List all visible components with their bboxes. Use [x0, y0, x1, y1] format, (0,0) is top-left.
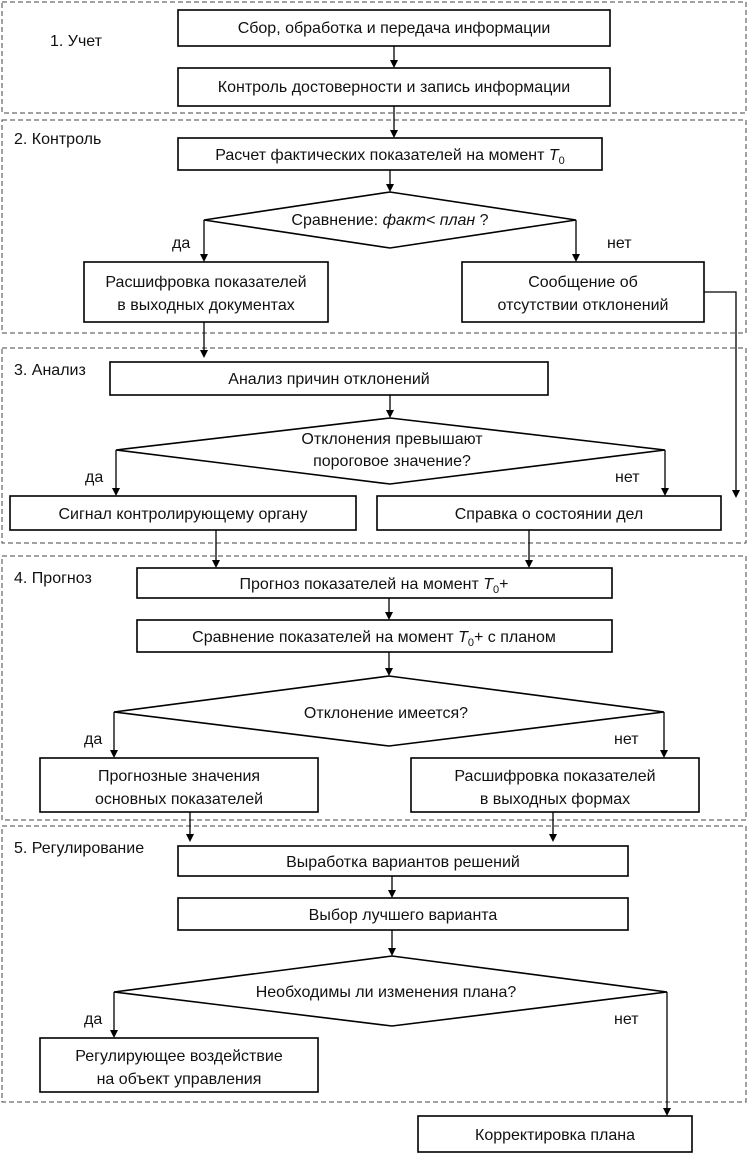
forecast-values-line1: Прогнозные значения [98, 768, 260, 785]
analysis-label: Анализ причин отклонений [228, 371, 429, 388]
collect-label: Сбор, обработка и передача информации [238, 20, 551, 37]
forecast-label: Прогноз показателей на момент T0+ [240, 576, 509, 596]
solution-options-box [177, 845, 629, 877]
analysis-box [109, 361, 549, 396]
status-report-box [376, 495, 722, 531]
connectors [110, 46, 740, 1116]
verify-box [177, 67, 611, 107]
section-control-title: 2. Контроль [14, 131, 101, 148]
decode-forms-line1: Расшифровка показателей [454, 768, 655, 785]
threshold-line1: Отклонения превышают [301, 431, 483, 448]
no-deviation-line1: Сообщение об [528, 274, 638, 291]
deviation-yes-label: да [84, 731, 102, 748]
threshold-decision [115, 417, 666, 485]
no-deviation-line2: отсутствии отклонений [498, 297, 669, 314]
threshold-yes-label: да [85, 469, 103, 486]
plan-change-no-label: нет [614, 1011, 639, 1028]
deviation-decision [113, 675, 665, 747]
plan-change-yes-label: да [84, 1011, 102, 1028]
decode-forms-box [410, 757, 700, 813]
best-option-label: Выбор лучшего варианта [309, 907, 498, 924]
compare-with-plan-label: Сравнение показателей на момент T0+ с пл… [192, 629, 556, 649]
section-analysis-title: 3. Анализ [14, 362, 86, 379]
forecast-values-box [39, 757, 319, 813]
regulating-action-line2: на объект управления [97, 1071, 262, 1088]
decode-outputs-line1: Расшифровка показателей [105, 274, 306, 291]
section-forecast-title: 4. Прогноз [14, 570, 92, 587]
section-accounting-frame [1, 1, 747, 114]
section-analysis-frame [1, 347, 747, 544]
best-option-box [177, 897, 629, 931]
plan-change-decision [113, 955, 668, 1027]
threshold-line2: пороговое значение? [313, 453, 471, 470]
no-deviation-message-box [461, 261, 705, 323]
collect-box [177, 9, 611, 47]
signal-box [9, 495, 357, 531]
compare-no-label: нет [607, 235, 632, 252]
section-regulation-frame [1, 825, 747, 1103]
deviation-no-label: нет [614, 731, 639, 748]
solution-options-label: Выработка вариантов решений [286, 854, 520, 871]
forecast-box [136, 567, 613, 599]
decode-outputs-line2: в выходных документах [117, 297, 294, 314]
regulating-action-box [39, 1037, 319, 1093]
decode-forms-line2: в выходных формах [480, 791, 630, 808]
section-control-frame [1, 119, 747, 334]
compare-plan-label: Сравнение: факт< план ? [291, 212, 488, 229]
decode-outputs-box [83, 261, 329, 323]
compare-with-plan-box [136, 619, 613, 653]
section-forecast-frame [1, 555, 747, 821]
status-report-label: Справка о состоянии дел [455, 506, 644, 523]
forecast-values-line2: основных показателей [95, 791, 263, 808]
signal-label: Сигнал контролирующему органу [58, 506, 307, 523]
plan-correction-label: Корректировка плана [475, 1127, 635, 1144]
calc-actual-box [177, 137, 603, 171]
plan-change-label: Необходимы ли изменения плана? [256, 984, 517, 1001]
plan-correction-box [417, 1115, 693, 1153]
regulating-action-line1: Регулирующее воздействие [75, 1048, 283, 1065]
section-regulation-title: 5. Регулирование [14, 840, 144, 857]
deviation-label: Отклонение имеется? [304, 705, 468, 722]
compare-yes-label: да [172, 235, 190, 252]
section-accounting-title: 1. Учет [50, 33, 103, 50]
threshold-no-label: нет [615, 469, 640, 486]
verify-label: Контроль достоверности и запись информац… [218, 79, 570, 96]
calc-actual-label: Расчет фактических показателей на момент… [215, 147, 565, 167]
compare-plan-decision [203, 191, 577, 249]
